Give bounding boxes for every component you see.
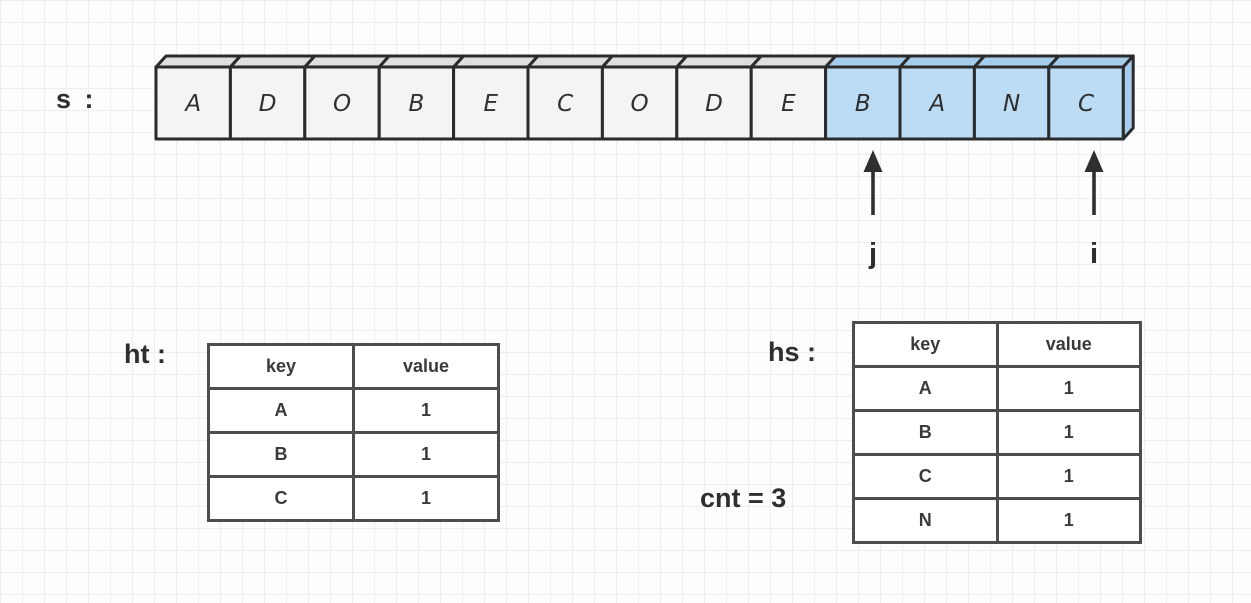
table-cell: C — [207, 475, 355, 522]
array-cell — [228, 65, 307, 141]
array-cell — [303, 65, 381, 141]
cell-top-face — [749, 54, 838, 69]
cell-letter: B — [409, 91, 425, 117]
array-cell — [600, 65, 679, 141]
count-label: cnt = 3 — [700, 483, 787, 513]
pointer-j-label: j — [868, 238, 878, 270]
table-cell: 1 — [352, 431, 500, 478]
column-header: key — [852, 321, 999, 368]
table-cell: 1 — [995, 497, 1142, 544]
cell-top-face — [1047, 54, 1135, 69]
table-cell: C — [852, 453, 999, 500]
cell-top-face — [303, 54, 391, 69]
table-cell: 1 — [995, 453, 1142, 500]
cell-letter: B — [855, 91, 871, 117]
ht-table-label: ht : — [124, 339, 166, 369]
cell-letter: E — [781, 91, 796, 117]
cell-letter: D — [259, 91, 277, 117]
array-cell — [526, 65, 604, 141]
cell-letter: C — [557, 91, 573, 117]
cell-letter: D — [705, 91, 723, 117]
table-cell: A — [207, 387, 355, 434]
column-header: value — [995, 321, 1142, 368]
pointer-i: i — [1079, 150, 1109, 271]
cell-top-face — [526, 54, 614, 69]
column-header: key — [207, 343, 355, 390]
array-label: s : — [56, 84, 97, 114]
cell-top-face — [600, 54, 689, 69]
cell-letter: N — [1003, 91, 1020, 117]
array-cell — [972, 65, 1051, 141]
array-cell — [377, 65, 456, 141]
column-header: value — [352, 343, 500, 390]
up-arrow-icon — [863, 150, 883, 215]
cell-top-face — [228, 54, 317, 69]
array-cell — [1047, 65, 1125, 141]
table-cell: A — [852, 365, 999, 412]
cell-letter: A — [183, 91, 201, 117]
cell-top-face — [898, 54, 986, 69]
pointer-i-label: i — [1089, 238, 1099, 270]
cell-top-face — [377, 54, 466, 69]
cell-top-face — [972, 54, 1061, 69]
cell-top-face — [154, 54, 242, 69]
array-cell — [452, 65, 530, 141]
cell-top-face — [675, 54, 763, 69]
table-cell: 1 — [995, 409, 1142, 456]
pointer-j: j — [858, 150, 888, 271]
cell-letter: O — [333, 91, 351, 117]
hs-table-label: hs : — [768, 337, 817, 367]
cell-letter: E — [484, 91, 499, 117]
cell-top-face — [452, 54, 540, 69]
cell-top-face — [824, 54, 912, 69]
table-cell: 1 — [352, 387, 500, 434]
table-cell: 1 — [352, 475, 500, 522]
table-cell: B — [852, 409, 999, 456]
table-cell: B — [207, 431, 355, 478]
table-cell: 1 — [995, 365, 1142, 412]
cell-letter: A — [927, 91, 945, 117]
cell-letter: C — [1078, 91, 1094, 117]
cell-letter: O — [631, 91, 649, 117]
table-cell: N — [852, 497, 999, 544]
up-arrow-icon — [1084, 150, 1104, 215]
